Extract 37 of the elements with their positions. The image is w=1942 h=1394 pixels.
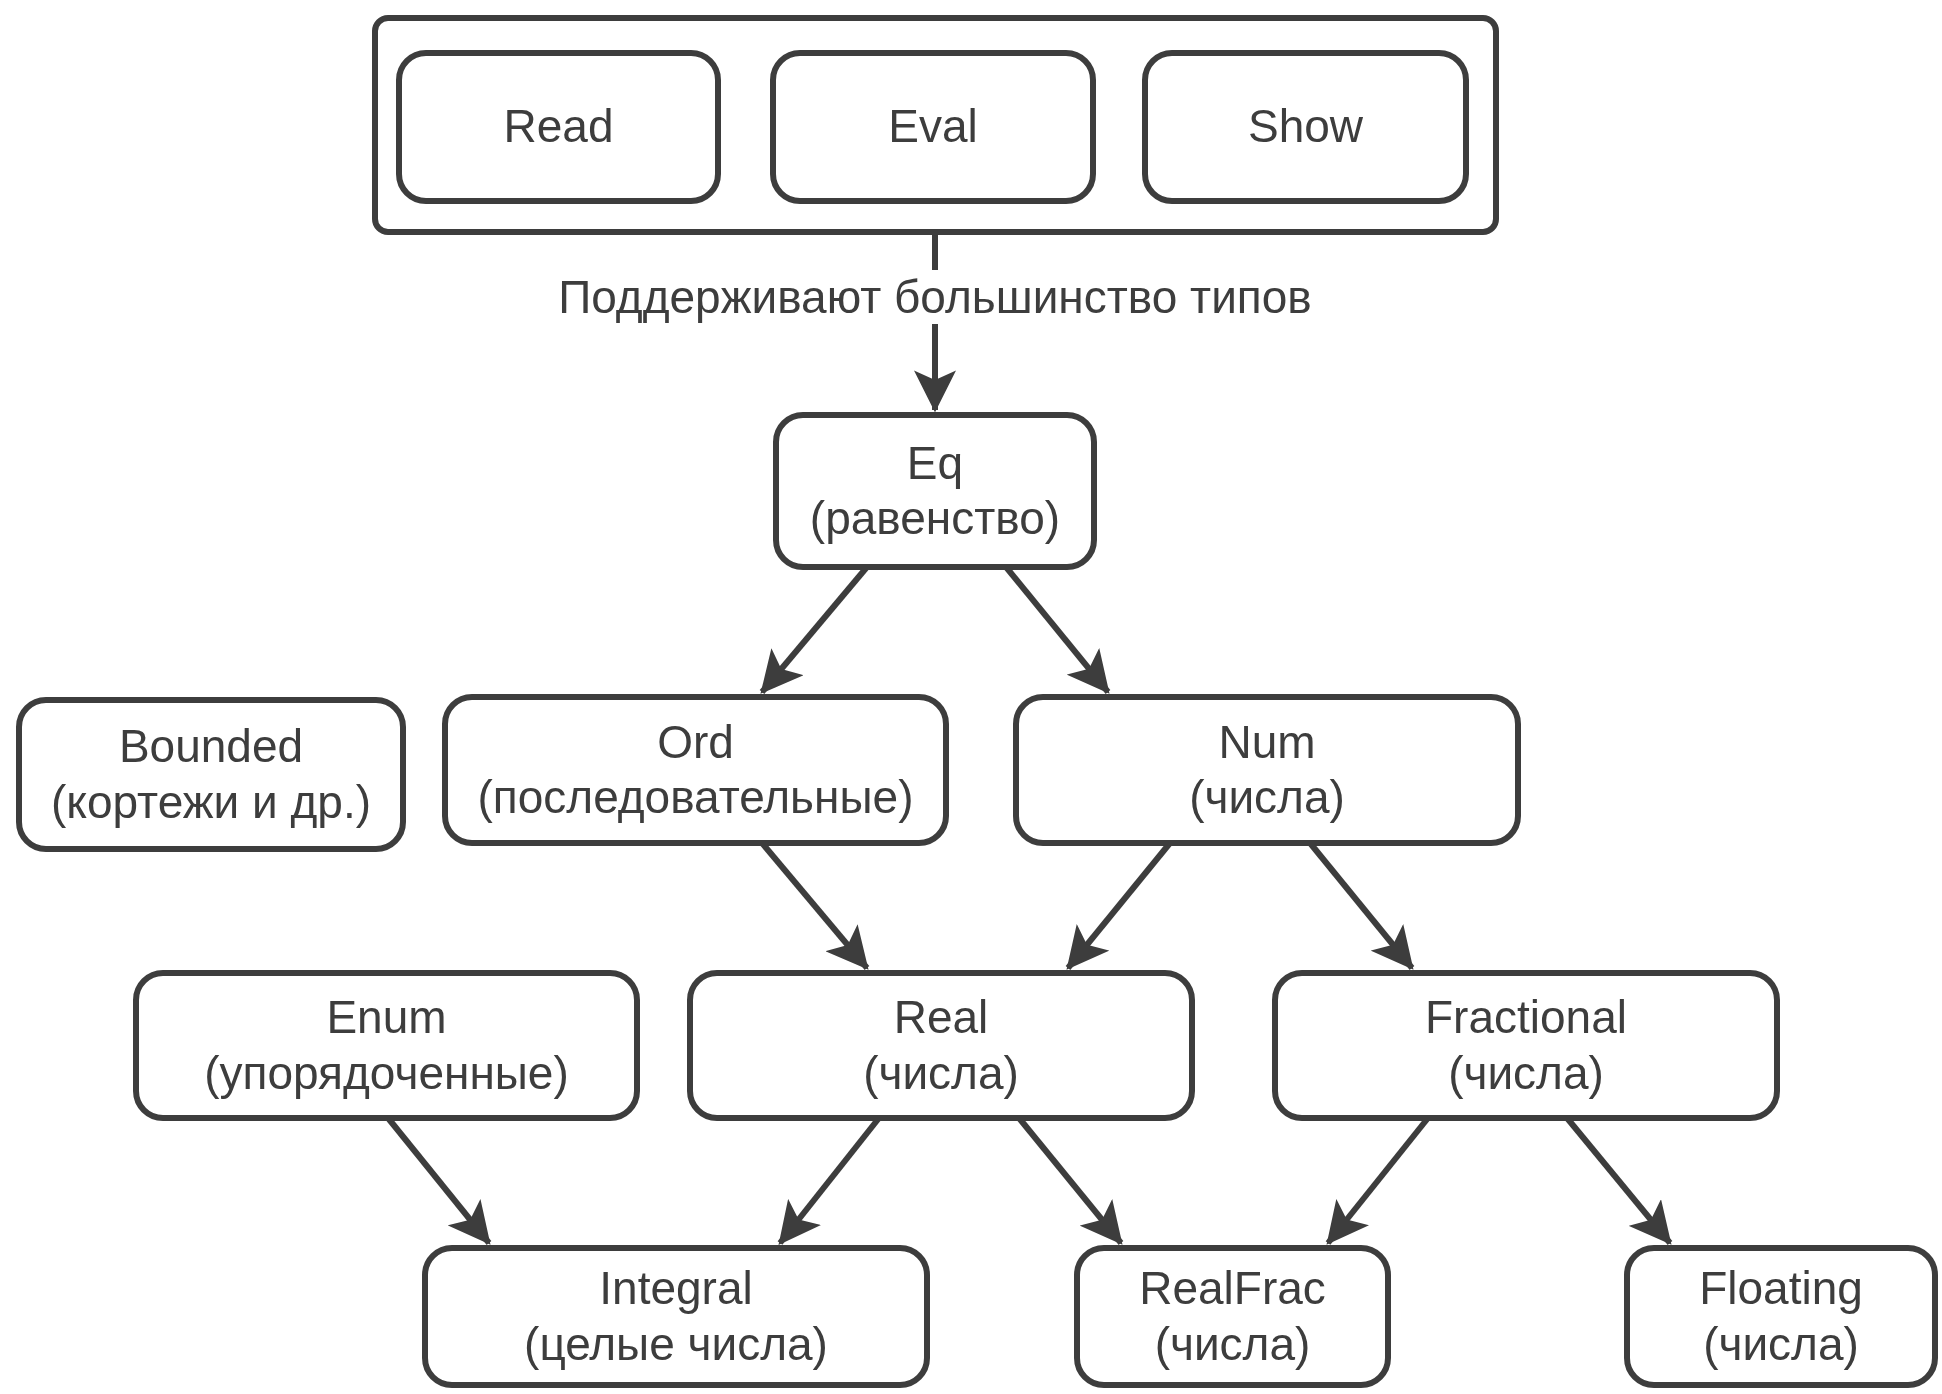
class-box [1013,694,1521,846]
class-name: Enum [326,990,447,1046]
class-box [1272,970,1780,1121]
class-box [1142,50,1469,204]
class-description: (последовательные) [477,770,914,825]
class-description: (числа) [1448,1045,1604,1101]
class-name: Eq [906,435,964,491]
class-box [442,694,949,846]
class-description: (равенство) [809,491,1061,546]
class-box [770,50,1096,204]
class-name: Bounded [118,719,304,775]
class-description: (числа) [1154,1316,1311,1372]
class-box [133,970,640,1121]
class-name: Integral [599,1261,753,1317]
class-name: Real [893,990,989,1046]
class-description: (кортежи и др.) [51,774,371,830]
class-name: Read [503,99,614,155]
class-box [687,970,1195,1121]
class-description: (числа) [1703,1316,1859,1372]
class-box [422,1245,930,1388]
group-frame [372,15,1499,235]
class-description: (целые числа) [524,1316,828,1372]
class-description: (числа) [1189,770,1345,825]
class-name: Fractional [1425,990,1627,1046]
class-name: Floating [1699,1261,1863,1317]
class-box [1624,1245,1938,1388]
class-name: Eval [888,99,978,155]
class-description: (числа) [863,1045,1019,1101]
class-name: Ord [657,714,734,770]
class-name: Show [1247,99,1364,155]
class-box [1074,1245,1391,1388]
class-name: Num [1218,714,1316,770]
class-description: (упорядоченные) [204,1045,569,1101]
class-box [773,412,1097,570]
class-box [16,697,406,852]
class-box [396,50,721,204]
class-name: RealFrac [1139,1261,1326,1317]
